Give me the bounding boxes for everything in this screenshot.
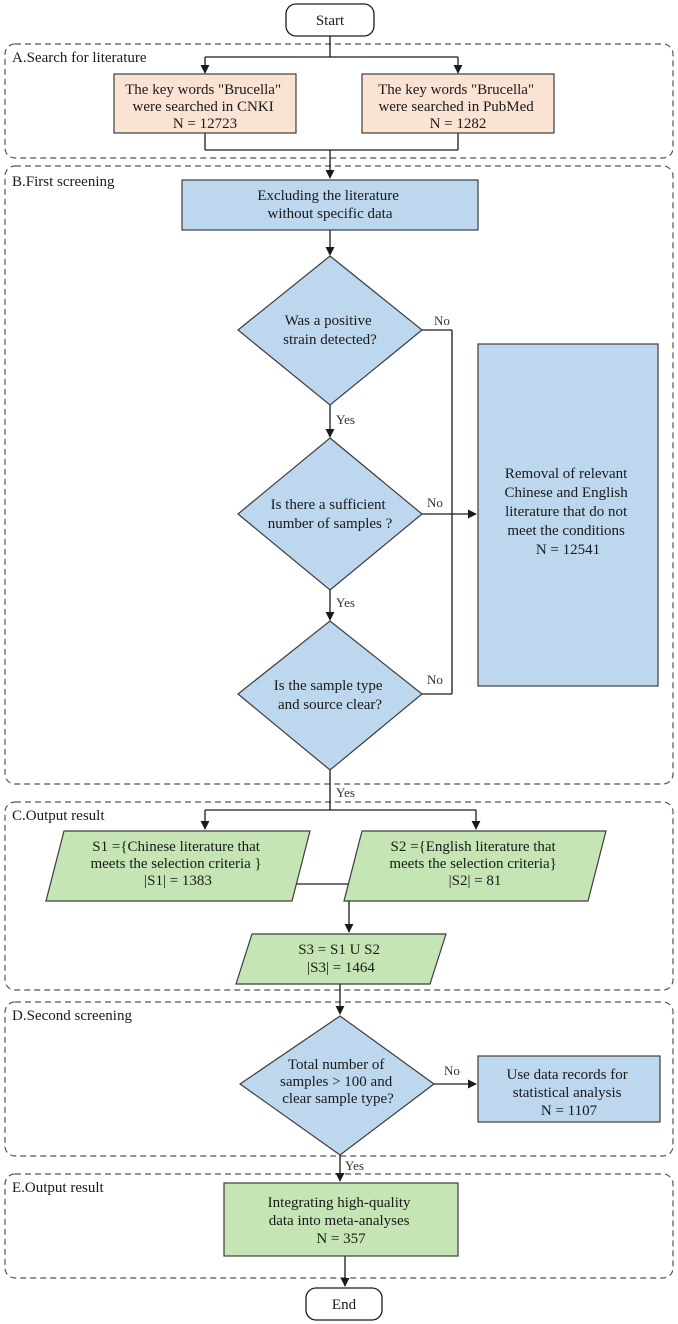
meta-line-3: N = 357 xyxy=(316,1231,366,1247)
removal-text: Removal of relevant Chinese and English … xyxy=(504,466,631,558)
decision-samples-line-2: number of samples ? xyxy=(268,516,393,532)
stat-box xyxy=(477,1055,661,1123)
set-s3-line-1: S3 = S1 U S2 xyxy=(298,942,380,958)
exclude-line-1: Excluding the literature xyxy=(257,188,399,204)
meta-box xyxy=(223,1182,459,1257)
stat-text: Use data records for statistical analysi… xyxy=(507,1067,632,1119)
removal-line-4: meet the conditions xyxy=(507,523,625,539)
decision-total-line-2: samples > 100 and xyxy=(280,1074,393,1090)
set-s1-text: S1 ={Chinese literature that meets the s… xyxy=(90,839,265,889)
set-s2-line-2: meets the selection criteria} xyxy=(389,856,557,872)
decision-type-line-1: Is the sample type xyxy=(274,678,383,694)
start-terminal xyxy=(285,3,375,37)
search-pubmed-line-1: The key words "Brucella" xyxy=(378,82,534,98)
exclude-text: Excluding the literature without specifi… xyxy=(257,188,402,222)
end-terminal xyxy=(305,1287,383,1321)
section-c-title: C.Output result xyxy=(12,808,105,824)
set-s2-text: S2 ={English literature that meets the s… xyxy=(389,839,560,889)
no-label-1: No xyxy=(434,313,450,328)
no-label-2: No xyxy=(427,495,443,510)
meta-line-1: Integrating high-quality xyxy=(268,1195,411,1211)
set-s2-line-1: S2 ={English literature that xyxy=(391,839,557,855)
stat-line-2: statistical analysis xyxy=(513,1085,622,1101)
decision-total-diamond xyxy=(238,1015,436,1156)
section-b-frame xyxy=(4,165,674,785)
set-s1-line-1: S1 ={Chinese literature that xyxy=(92,839,261,855)
decision-type-text: Is the sample type and source clear? xyxy=(274,678,386,713)
section-b-title: B.First screening xyxy=(12,174,115,190)
set-s3-line-2: |S3| = 1464 xyxy=(307,960,375,976)
decision-total-line-3: clear sample type? xyxy=(282,1091,394,1107)
search-cnki-box xyxy=(113,73,297,134)
section-e-title: E.Output result xyxy=(12,1180,104,1196)
decision-positive-text: Was a positive strain detected? xyxy=(283,313,377,348)
decision-total-text: Total number of samples > 100 and clear … xyxy=(280,1057,396,1107)
set-s1-line-3: |S1| = 1383 xyxy=(144,873,212,889)
set-s3-text: S3 = S1 U S2 |S3| = 1464 xyxy=(298,942,384,976)
yes-label-3: Yes xyxy=(336,785,355,800)
decision-type-line-2: and source clear? xyxy=(278,697,382,713)
stat-line-3: N = 1107 xyxy=(541,1103,598,1119)
meta-text: Integrating high-quality data into meta-… xyxy=(268,1195,415,1247)
removal-line-2: Chinese and English xyxy=(504,485,628,501)
decision-samples-text: Is there a sufficient number of samples … xyxy=(268,497,393,532)
search-cnki-line-1: The key words "Brucella" xyxy=(125,82,281,98)
removal-line-1: Removal of relevant xyxy=(505,466,628,482)
section-d-title: D.Second screening xyxy=(12,1008,132,1024)
set-s1-parallelogram xyxy=(45,830,311,902)
search-cnki-line-3: N = 12723 xyxy=(173,116,237,132)
removal-line-5: N = 12541 xyxy=(536,542,600,558)
search-cnki-text: The key words "Brucella" were searched i… xyxy=(125,82,285,132)
set-s3-parallelogram xyxy=(235,933,447,985)
no-label-4: No xyxy=(444,1063,460,1078)
section-a-frame xyxy=(4,43,674,159)
yes-label-1: Yes xyxy=(336,412,355,427)
meta-line-2: data into meta-analyses xyxy=(269,1213,410,1229)
search-pubmed-line-3: N = 1282 xyxy=(430,116,487,132)
start-label: Start xyxy=(316,13,345,29)
section-c-frame xyxy=(4,801,674,991)
decision-samples-diamond xyxy=(237,437,423,591)
decision-positive-diamond xyxy=(237,255,423,406)
removal-box xyxy=(477,343,659,687)
decision-positive-line-2: strain detected? xyxy=(283,332,377,348)
yes-label-2: Yes xyxy=(336,595,355,610)
no-label-3: No xyxy=(427,672,443,687)
set-s1-line-2: meets the selection criteria } xyxy=(90,856,261,872)
set-s2-line-3: |S2| = 81 xyxy=(449,873,502,889)
end-label: End xyxy=(332,1297,357,1313)
section-d-frame xyxy=(4,1001,674,1157)
section-a-title: A.Search for literature xyxy=(12,50,147,66)
exclude-line-2: without specific data xyxy=(268,206,393,222)
search-pubmed-text: The key words "Brucella" were searched i… xyxy=(378,82,538,132)
search-cnki-line-2: were searched in CNKI xyxy=(133,99,274,115)
stat-line-1: Use data records for xyxy=(507,1067,628,1083)
set-s2-parallelogram xyxy=(343,830,607,902)
search-pubmed-box xyxy=(361,73,555,134)
exclude-box xyxy=(181,179,479,231)
removal-line-3: literature that do not xyxy=(505,504,628,520)
decision-total-line-1: Total number of xyxy=(288,1057,384,1073)
decision-type-diamond xyxy=(237,620,423,771)
decision-positive-line-1: Was a positive xyxy=(285,313,372,329)
search-pubmed-line-2: were searched in PubMed xyxy=(378,99,534,115)
yes-label-4: Yes xyxy=(345,1158,364,1173)
decision-samples-line-1: Is there a sufficient xyxy=(271,497,387,513)
